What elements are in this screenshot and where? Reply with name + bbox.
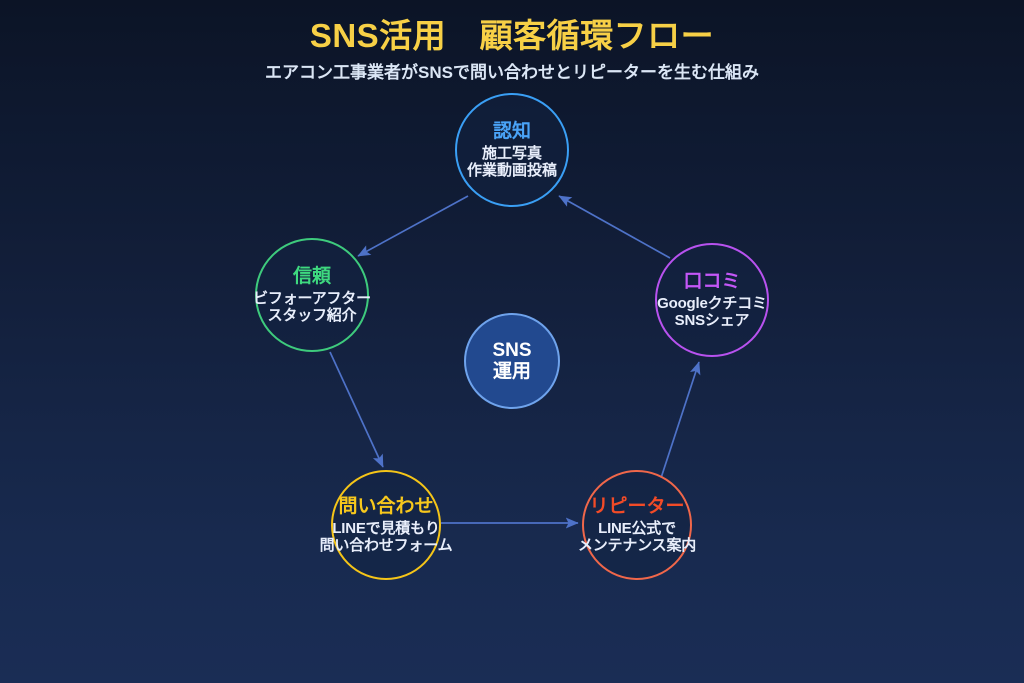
node-repeat-title: リピーター [589, 495, 685, 517]
node-trust-title: 信頼 [292, 265, 331, 287]
edge-repeat-to-review [660, 361, 701, 479]
edge-awareness-to-trust [357, 195, 469, 257]
node-review-line1: Googleクチコミ [657, 294, 767, 312]
node-awareness-title: 認知 [492, 120, 531, 142]
node-inquiry[interactable]: 問い合わせ LINEで見積もり 問い合わせフォーム [320, 470, 453, 580]
node-repeat-line2: メンテナンス案内 [577, 536, 697, 554]
node-inquiry-title: 問い合わせ [338, 495, 434, 517]
hub-line2: 運用 [492, 361, 531, 382]
node-review-title: 口コミ [683, 270, 741, 292]
node-trust-line1: ビフォーアフター [253, 289, 371, 307]
node-awareness-line2: 作業動画投稿 [466, 161, 557, 179]
node-awareness[interactable]: 認知 施工写真 作業動画投稿 [455, 93, 569, 207]
node-awareness-line1: 施工写真 [481, 144, 542, 162]
node-repeat-line1: LINE公式で [598, 519, 676, 537]
node-inquiry-line1: LINEで見積もり [332, 519, 440, 537]
node-trust[interactable]: 信頼 ビフォーアフター スタッフ紹介 [253, 238, 371, 352]
node-inquiry-line2: 問い合わせフォーム [319, 536, 453, 554]
hub-line1: SNS [492, 339, 532, 361]
node-hub-sns[interactable]: SNS 運用 [464, 313, 560, 409]
node-review[interactable]: 口コミ Googleクチコミ SNSシェア [655, 243, 769, 357]
edge-trust-to-inquiry [329, 351, 384, 468]
node-trust-line2: スタッフ紹介 [267, 306, 357, 324]
edge-review-to-awareness [558, 195, 671, 259]
node-review-line2: SNSシェア [674, 311, 750, 329]
node-repeat[interactable]: リピーター LINE公式で メンテナンス案内 [578, 470, 696, 580]
